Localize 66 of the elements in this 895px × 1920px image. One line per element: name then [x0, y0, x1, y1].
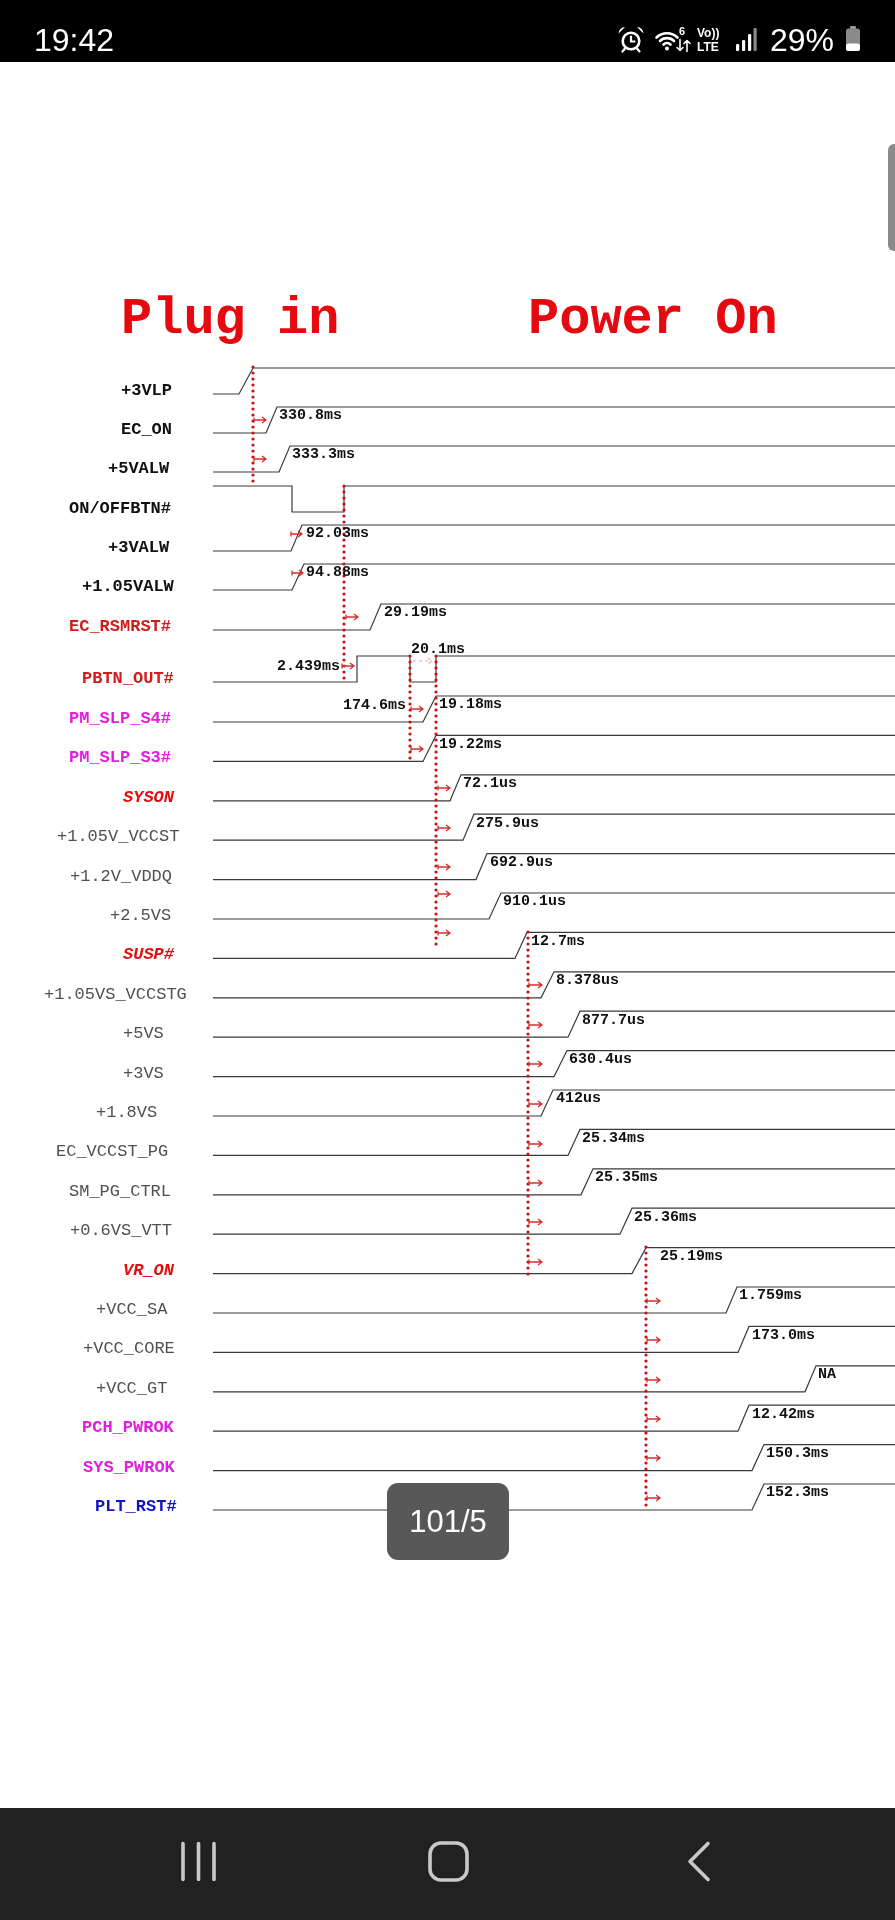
- signal-name: PM_SLP_S4#: [69, 709, 172, 727]
- signal-name: +0.6VS_VTT: [70, 1222, 173, 1240]
- signal-name: +5VALW: [108, 459, 170, 477]
- timing-value: 330.8ms: [279, 408, 342, 424]
- signal-name: +3VALW: [108, 538, 170, 556]
- timing-value: 20.1ms: [411, 642, 465, 658]
- battery-percent: 29%: [770, 23, 835, 56]
- timing-value: 1.759ms: [739, 1288, 802, 1304]
- timing-value: NA: [818, 1367, 836, 1383]
- timing-value: 29.19ms: [384, 605, 447, 621]
- timing-value: 25.19ms: [660, 1249, 723, 1265]
- signal-name: +1.05VALW: [82, 577, 174, 595]
- signal-name: SYS_PWROK: [83, 1458, 175, 1476]
- timing-value: 25.35ms: [595, 1170, 658, 1186]
- signal-name: ON/OFFBTN#: [69, 499, 172, 517]
- timing-value: 877.7us: [582, 1012, 645, 1028]
- timing-value: 333.3ms: [292, 447, 355, 463]
- volte-text: Vo)): [697, 26, 720, 39]
- signal-name: VR_ON: [123, 1261, 174, 1279]
- signal-name: +1.8VS: [96, 1103, 158, 1121]
- timing-value: 72.1us: [463, 776, 517, 792]
- signal-name: EC_VCCST_PG: [56, 1143, 169, 1161]
- signal-name: PLT_RST#: [95, 1497, 177, 1515]
- timing-value: 150.3ms: [766, 1446, 829, 1462]
- timing-value: 275.9us: [476, 815, 539, 831]
- volte-text: LTE: [697, 40, 719, 53]
- timing-value: 173.0ms: [752, 1327, 815, 1343]
- clock-time: 19:42: [34, 23, 115, 56]
- signal-name: PBTN_OUT#: [82, 669, 174, 687]
- timing-value: 910.1us: [503, 894, 566, 910]
- signal-name: +1.05V_VCCST: [57, 828, 180, 846]
- signal-name: +3VLP: [121, 381, 172, 399]
- signal-name: +5VS: [123, 1025, 164, 1043]
- timing-value: 174.6ms: [343, 698, 406, 714]
- phase-heading: Plug in: [121, 294, 340, 347]
- timing-value: 630.4us: [569, 1052, 632, 1068]
- phase-heading: Power On: [528, 294, 778, 347]
- signal-name: SYSON: [123, 788, 174, 806]
- timing-value: 94.88ms: [306, 565, 369, 581]
- timing-value: 19.18ms: [439, 697, 502, 713]
- signal-name: +VCC_CORE: [83, 1340, 175, 1358]
- timing-value: 412us: [556, 1091, 601, 1107]
- signal-name: +1.05VS_VCCSTG: [44, 985, 187, 1003]
- network-type-text: 6: [679, 25, 686, 37]
- timing-value: 12.7ms: [531, 933, 585, 949]
- signal-name: PM_SLP_S3#: [69, 749, 172, 767]
- timing-value: 8.378us: [556, 973, 619, 989]
- signal-name: +VCC_SA: [96, 1300, 168, 1318]
- signal-name: +1.2V_VDDQ: [70, 867, 173, 885]
- timing-value: 25.34ms: [582, 1130, 645, 1146]
- signal-name: EC_ON: [121, 420, 172, 438]
- timing-value: 92.03ms: [306, 526, 369, 542]
- timing-value: 152.3ms: [766, 1485, 829, 1501]
- timing-value: 2.439ms: [277, 659, 340, 675]
- signal-name: SUSP#: [123, 946, 174, 964]
- signal-name: EC_RSMRST#: [69, 617, 172, 635]
- timing-value: 692.9us: [490, 855, 553, 871]
- signal-name: +2.5VS: [110, 906, 172, 924]
- timing-value: 19.22ms: [439, 736, 502, 752]
- page-indicator: 101/5: [387, 1483, 509, 1560]
- timing-value: 12.42ms: [752, 1406, 815, 1422]
- signal-name: PCH_PWROK: [82, 1419, 174, 1437]
- timing-value: 25.36ms: [634, 1209, 697, 1225]
- signal-name: SM_PG_CTRL: [69, 1182, 172, 1200]
- signal-name: +VCC_GT: [96, 1379, 168, 1397]
- signal-name: +3VS: [123, 1064, 164, 1082]
